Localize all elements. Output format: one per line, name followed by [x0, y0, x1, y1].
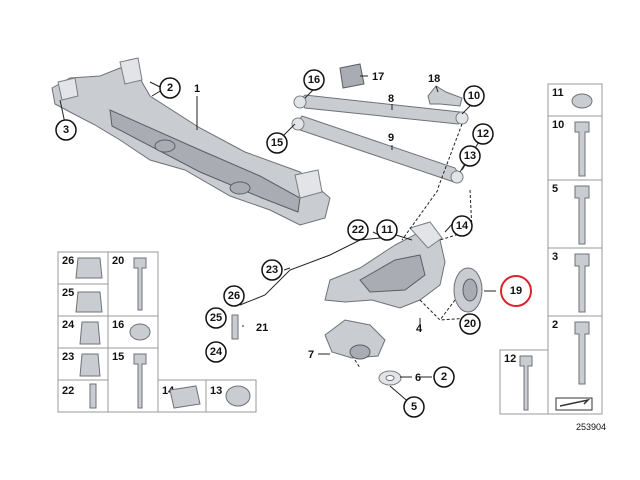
label-18[interactable]: 18: [428, 73, 440, 85]
callout-12[interactable]: 12: [472, 123, 494, 145]
wheel-hub-part[interactable]: [453, 267, 483, 313]
label-17[interactable]: 17: [372, 71, 384, 83]
rubber-mount-part[interactable]: [339, 63, 365, 89]
tbl-26[interactable]: 26: [62, 255, 74, 267]
bolt-3: [574, 253, 590, 313]
label-4[interactable]: 4: [416, 323, 423, 335]
figure-number: 253904: [576, 422, 606, 432]
callout-10[interactable]: 10: [463, 85, 485, 107]
svg-text:2: 2: [167, 82, 173, 94]
tbl-22[interactable]: 22: [62, 385, 74, 397]
clip-25: [75, 291, 103, 313]
callout-19[interactable]: 19: [500, 275, 532, 307]
svg-text:24: 24: [210, 346, 223, 358]
bracket-part[interactable]: [427, 85, 463, 107]
svg-text:14: 14: [456, 220, 469, 232]
svg-text:10: 10: [468, 90, 480, 102]
svg-text:25: 25: [210, 312, 222, 324]
callout-16[interactable]: 16: [303, 69, 325, 91]
upper-control-arm[interactable]: [293, 94, 469, 125]
bracket-24: [79, 321, 101, 345]
direction-arrow-icon: [559, 398, 591, 407]
callout-2b[interactable]: 2: [433, 366, 455, 388]
nut-11: [571, 93, 593, 109]
label-8[interactable]: 8: [388, 93, 394, 105]
dashed-leaders: [354, 123, 473, 369]
svg-text:19: 19: [510, 285, 522, 297]
callout-3[interactable]: 3: [55, 119, 77, 141]
bolt-20: [133, 257, 147, 311]
spring-link-part[interactable]: [324, 319, 386, 360]
label-6[interactable]: 6: [415, 372, 421, 384]
right-parts-table: 11 10 5 3 2 12: [499, 83, 603, 415]
callouts-group: 2 3 16 15 10 12 13 14 22 11 23 19 26 25 …: [55, 69, 532, 418]
svg-text:16: 16: [308, 74, 320, 86]
svg-text:26: 26: [228, 290, 240, 302]
svg-text:20: 20: [464, 318, 476, 330]
wheel-carrier-part[interactable]: [324, 221, 446, 309]
rtbl-3[interactable]: 3: [552, 251, 558, 263]
callout-25[interactable]: 25: [205, 307, 227, 329]
lower-control-arm[interactable]: [291, 115, 464, 184]
left-parts-table: 26 20 25 24 16 23 15 22 14 13: [57, 251, 257, 413]
tbl-13[interactable]: 13: [210, 385, 222, 397]
svg-text:3: 3: [63, 124, 69, 136]
svg-text:15: 15: [271, 137, 283, 149]
callout-13[interactable]: 13: [459, 145, 481, 167]
svg-text:5: 5: [411, 401, 417, 413]
bolt-15: [133, 353, 147, 409]
bolt-2: [574, 321, 590, 385]
rtbl-5[interactable]: 5: [552, 183, 558, 195]
svg-text:22: 22: [352, 224, 364, 236]
tbl-20[interactable]: 20: [112, 255, 124, 267]
tbl-15[interactable]: 15: [112, 351, 124, 363]
svg-text:12: 12: [477, 128, 489, 140]
sensor-cable-part[interactable]: [231, 237, 381, 340]
label-9[interactable]: 9: [388, 132, 394, 144]
clip-26: [75, 257, 103, 279]
rtbl-2[interactable]: 2: [552, 319, 558, 331]
callout-11[interactable]: 11: [376, 219, 398, 241]
callout-2[interactable]: 2: [159, 77, 181, 99]
bolt-12: [519, 355, 533, 411]
tbl-23[interactable]: 23: [62, 351, 74, 363]
callout-14[interactable]: 14: [451, 215, 473, 237]
rtbl-11[interactable]: 11: [552, 87, 564, 99]
callout-5[interactable]: 5: [403, 396, 425, 418]
svg-text:2: 2: [441, 371, 447, 383]
svg-text:23: 23: [266, 264, 278, 276]
label-1[interactable]: 1: [194, 83, 200, 95]
bolt-5: [574, 185, 590, 245]
rtbl-12[interactable]: 12: [504, 353, 516, 365]
callout-26[interactable]: 26: [223, 285, 245, 307]
tbl-16[interactable]: 16: [112, 319, 124, 331]
subframe-part[interactable]: [51, 57, 331, 226]
screw-22: [89, 383, 97, 409]
callout-24[interactable]: 24: [205, 341, 227, 363]
clip-23: [79, 353, 101, 377]
bushing-13: [225, 385, 251, 407]
callout-20[interactable]: 20: [459, 313, 481, 335]
plate-14: [169, 385, 201, 409]
callout-22[interactable]: 22: [347, 219, 369, 241]
tbl-25[interactable]: 25: [62, 287, 74, 299]
callout-23[interactable]: 23: [261, 259, 283, 281]
svg-text:11: 11: [381, 224, 393, 236]
tbl-24[interactable]: 24: [62, 319, 75, 331]
rtbl-10[interactable]: 10: [552, 119, 564, 131]
label-7[interactable]: 7: [308, 349, 314, 361]
label-21[interactable]: 21: [256, 322, 268, 334]
callout-15[interactable]: 15: [266, 132, 288, 154]
nut-16: [129, 323, 151, 341]
washer-part[interactable]: [378, 370, 402, 386]
svg-text:13: 13: [464, 150, 476, 162]
bolt-10: [574, 121, 590, 177]
